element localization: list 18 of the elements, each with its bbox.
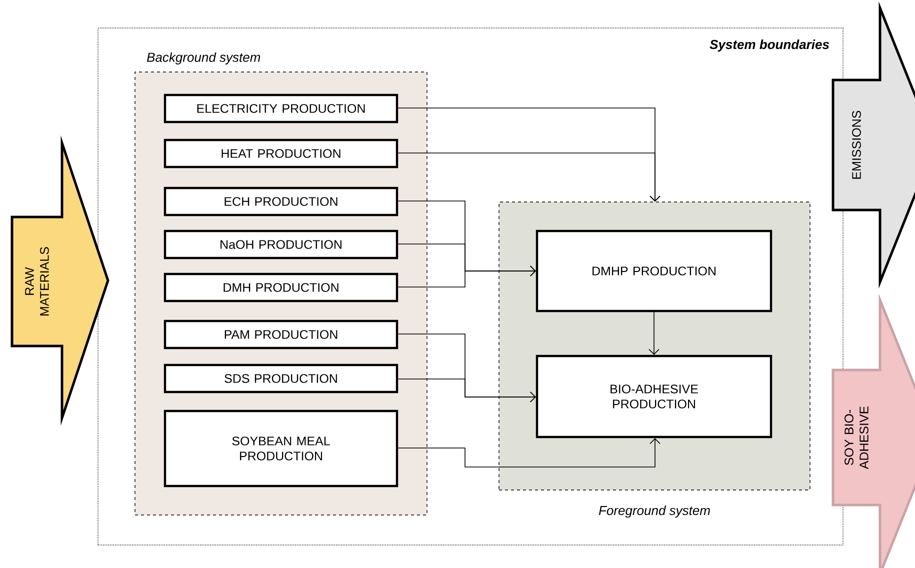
arrow (398, 266, 536, 288)
process-box: NaOH PRODUCTION (164, 230, 398, 260)
process-box: HEAT PRODUCTION (164, 138, 398, 168)
box-heading: Foreground system (598, 506, 710, 518)
process-box: DMHP PRODUCTION (536, 230, 772, 312)
arrow (398, 152, 660, 202)
arrow (398, 438, 660, 468)
process-box: BIO-ADHESIVE PRODUCTION (536, 354, 772, 438)
arrow (398, 378, 536, 402)
process-box: ECH PRODUCTION (164, 186, 398, 216)
process-box: ELECTRICITY PRODUCTION (164, 94, 398, 124)
arrow (648, 312, 660, 355)
box-heading: Background system (146, 52, 260, 64)
process-box: SOYBEAN MEAL PRODUCTION (164, 410, 398, 488)
process-box: DMH PRODUCTION (164, 272, 398, 302)
process-box: PAM PRODUCTION (164, 320, 398, 350)
process-box: SDS PRODUCTION (164, 364, 398, 394)
box-heading: System boundaries (710, 40, 830, 52)
